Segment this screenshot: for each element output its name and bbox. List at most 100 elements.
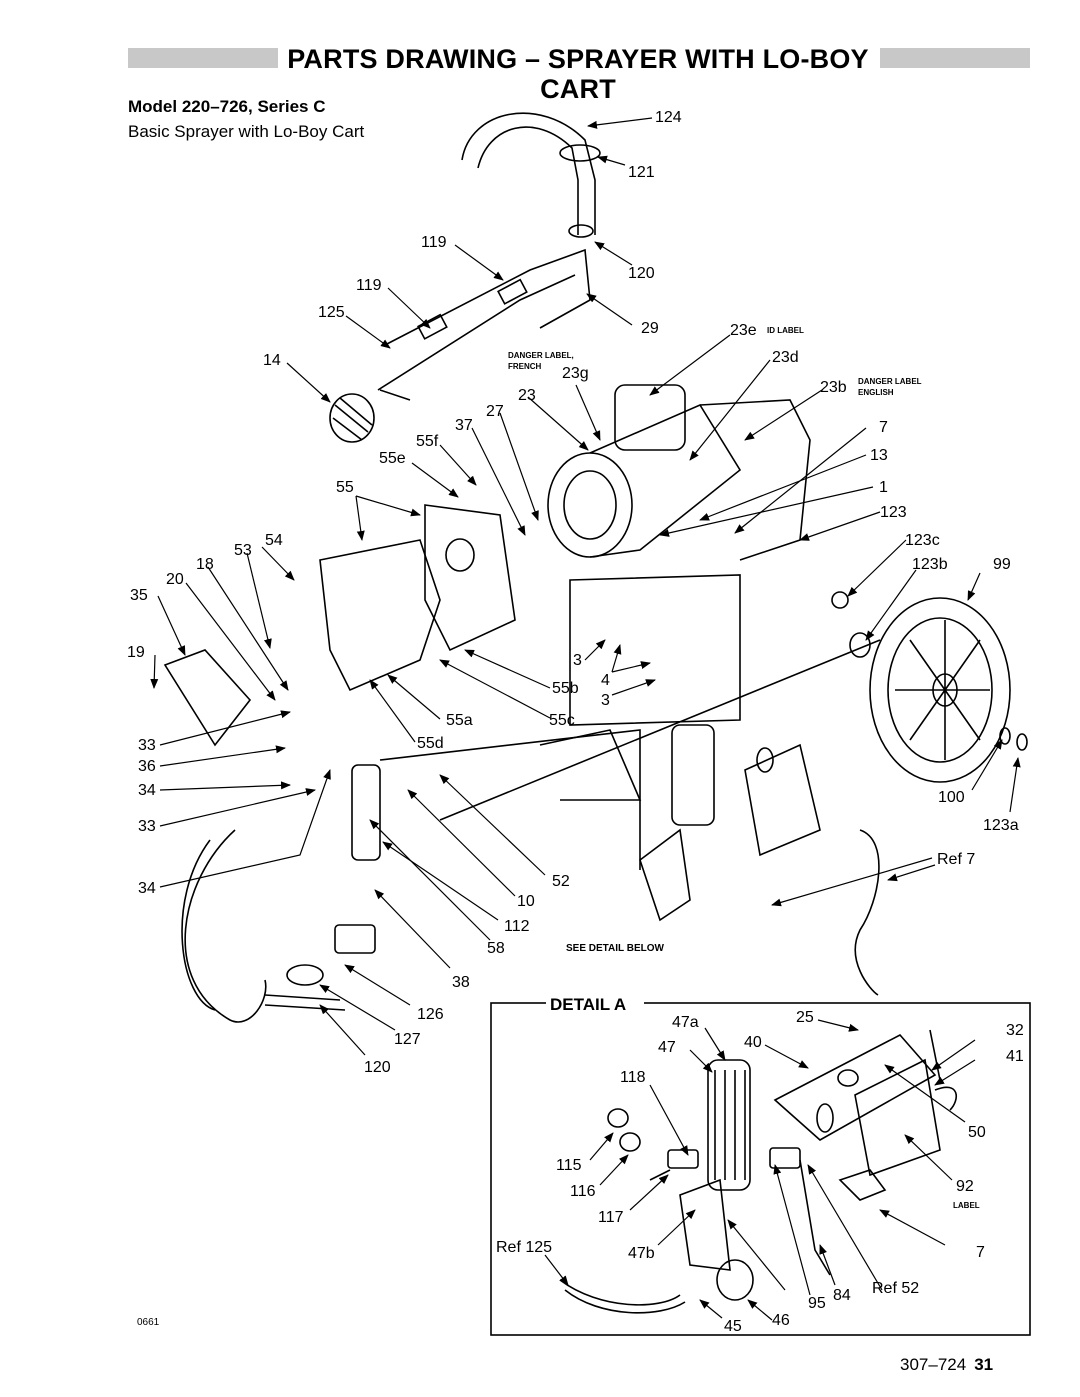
callout-123c: 123c — [905, 532, 940, 549]
motor-front — [547, 452, 633, 558]
hose-fitting — [568, 224, 594, 238]
filter-bowl — [707, 1059, 751, 1191]
see-detail-note: SEE DETAIL BELOW — [566, 943, 665, 954]
callout-124: 124 — [655, 109, 682, 126]
callout-3: 3 — [573, 652, 582, 669]
detail-a-panel: DETAIL A — [490, 993, 1031, 1336]
detail-title: DETAIL A — [550, 995, 626, 1014]
callout-38: 38 — [452, 974, 470, 991]
danger-french-note: DANGER LABEL, — [508, 351, 574, 360]
callout-125: 125 — [318, 304, 345, 321]
return-tube — [384, 248, 591, 346]
detail-callout-32: 32 — [1006, 1022, 1024, 1039]
callout-37: 37 — [455, 417, 473, 434]
callout-55f: 55f — [416, 433, 439, 450]
callout-123: 123 — [880, 504, 907, 521]
callout-23d: 23d — [772, 349, 799, 366]
callout-112: 112 — [504, 918, 530, 935]
control-bracket — [773, 1034, 937, 1141]
detail-callout-115: 115 — [556, 1157, 582, 1174]
detail-callout-92: 92 — [956, 1178, 974, 1195]
detail-callout-47b: 47b — [628, 1245, 655, 1262]
callout-36: 36 — [138, 758, 156, 775]
detail-callout-7: 7 — [976, 1244, 985, 1261]
page-title: PARTS DRAWING – SPRAYER WITH LO-BOY CART — [278, 44, 878, 104]
callout-23e: 23e — [730, 322, 757, 339]
detail-callout-95: 95 — [808, 1295, 826, 1312]
page-number: 31 — [974, 1355, 994, 1374]
callout-55: 55 — [336, 479, 354, 496]
callout-18: 18 — [196, 556, 214, 573]
detail-frame — [490, 1002, 1031, 1336]
callout-53: 53 — [234, 542, 252, 559]
detail-callouts: 47a 25 32 47 40 41 118 50 115 116 92 LAB… — [496, 1009, 1024, 1335]
title-rule-right — [880, 48, 1030, 68]
callout-23b: 23b — [820, 379, 847, 396]
power-cord — [854, 829, 880, 996]
cart-axle — [439, 639, 881, 821]
callout-52: 52 — [552, 873, 570, 890]
detail-callout-41: 41 — [1006, 1048, 1024, 1065]
detail-callout-117: 117 — [598, 1209, 624, 1226]
callout-127: 127 — [394, 1031, 421, 1048]
callout-27: 27 — [486, 403, 504, 420]
callout-99: 99 — [993, 556, 1011, 573]
control-box-detail — [854, 1058, 941, 1177]
callout-120: 120 — [628, 265, 655, 282]
callout-29: 29 — [641, 320, 659, 337]
control-box — [744, 743, 821, 857]
callout-34: 34 — [138, 782, 156, 799]
callout-123a: 123a — [983, 817, 1019, 834]
gear-housing — [424, 504, 516, 652]
detail-callout-47: 47 — [658, 1039, 676, 1056]
callout-1: 1 — [879, 479, 888, 496]
model-subtitle: Basic Sprayer with Lo-Boy Cart — [128, 122, 365, 141]
callout-100: 100 — [938, 789, 965, 806]
callout-121: 121 — [628, 164, 655, 181]
drain-valve — [716, 1259, 754, 1301]
detail-callout-47a: 47a — [672, 1014, 699, 1031]
pressure-hose — [799, 1159, 831, 1276]
motor-box — [614, 384, 686, 451]
strainer — [329, 393, 375, 443]
doc-number: 307–724 — [900, 1355, 967, 1374]
tube-clip-1 — [417, 313, 448, 340]
page-footer: 307–724 31 — [900, 1355, 993, 1375]
detail-callout-ref-52: Ref 52 — [872, 1280, 919, 1297]
suction-tube — [461, 112, 596, 235]
callout-23: 23 — [518, 387, 536, 404]
return-tube-detail — [559, 1279, 681, 1306]
danger-english-note: DANGER LABEL — [858, 377, 922, 386]
callout-123b: 123b — [912, 556, 948, 573]
detail-callout-46: 46 — [772, 1312, 790, 1329]
filter-bracket — [639, 828, 691, 922]
danger-french-note: FRENCH — [508, 362, 542, 371]
swivel-fitting — [334, 924, 376, 954]
detail-callout-25: 25 — [796, 1009, 814, 1026]
filter-mount-bracket — [679, 1178, 731, 1271]
callout-55e: 55e — [379, 450, 406, 467]
callout-13: 13 — [870, 447, 888, 464]
main-callouts: 124 121 119 119 120 125 29 14 23e ID LAB… — [127, 109, 1019, 1076]
detail-leaders — [544, 1019, 976, 1321]
callout-119: 119 — [356, 277, 382, 294]
callout-20: 20 — [166, 571, 184, 588]
pump-cylinder — [351, 764, 381, 861]
detail-callout-84: 84 — [833, 1287, 851, 1304]
callout-10: 10 — [517, 893, 535, 910]
detail-label-note: LABEL — [953, 1201, 980, 1210]
callout-55d: 55d — [417, 735, 444, 752]
detail-callout-45: 45 — [724, 1318, 742, 1335]
axle-cap — [831, 591, 849, 609]
callout-55c: 55c — [549, 712, 575, 729]
tube-clamp — [559, 144, 601, 162]
detail-callout-40: 40 — [744, 1034, 762, 1051]
callout-19: 19 — [127, 644, 145, 661]
motor-frame — [699, 399, 811, 561]
callout-ref-7: Ref 7 — [937, 851, 975, 868]
callout-55a: 55a — [446, 712, 473, 729]
title-rule-left — [128, 48, 278, 68]
tube-clip-2 — [497, 278, 528, 305]
cart-frame — [569, 574, 741, 726]
hose-clamp — [286, 964, 324, 986]
